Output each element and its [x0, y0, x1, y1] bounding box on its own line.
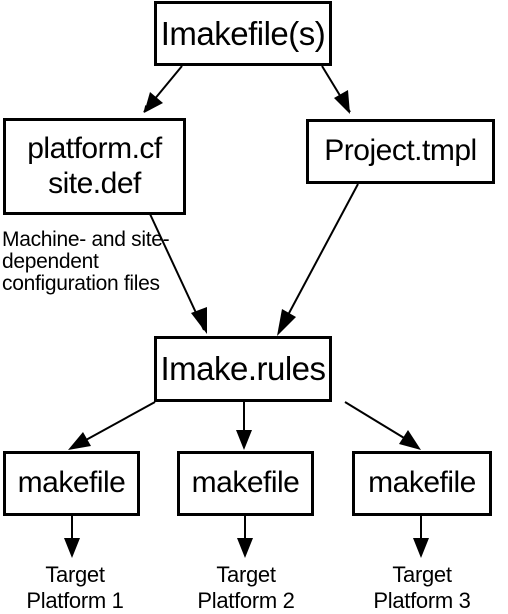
makefile-node-3: makefile	[352, 451, 492, 516]
project-tmpl-node: Project.tmpl	[306, 119, 495, 184]
annotation-line-1: Machine- and site-	[2, 228, 170, 251]
site-def-label: site.def	[48, 166, 141, 200]
platform-cf-label: platform.cf	[27, 132, 162, 165]
imake-rules-label: Imake.rules	[160, 350, 326, 388]
makefile-node-1: makefile	[3, 451, 140, 516]
annotation-line-3: configuration files	[2, 272, 160, 296]
arrow-platform-to-rules	[149, 213, 205, 331]
arrowhead-makefile-1-to-target	[64, 538, 80, 558]
arrowhead-makefile-3-to-target	[413, 538, 429, 558]
arrow-rules-to-makefile-1	[74, 401, 156, 447]
target-platform-2: Target Platform 2	[171, 562, 321, 614]
project-tmpl-label: Project.tmpl	[324, 134, 477, 168]
arrowhead-project-to-rules	[277, 309, 296, 336]
makefile-1-label: makefile	[17, 466, 126, 500]
annotation-line-2: dependent	[2, 250, 99, 274]
config-files-annotation: Machine- and site- dependent configurati…	[2, 228, 170, 296]
imakefile-node: Imakefile(s)	[154, 1, 332, 66]
arrowhead-rules-to-makefile-2	[236, 430, 252, 450]
arrowhead-imakefile-to-platform	[144, 92, 163, 113]
target-platform-3: Target Platform 3	[347, 562, 497, 614]
target-3-line-2: Platform 3	[373, 587, 471, 613]
platform-config-node: platform.cf site.def	[3, 118, 186, 215]
target-2-line-2: Platform 2	[197, 587, 295, 613]
arrow-rules-to-makefile-3	[344, 401, 415, 445]
arrowhead-makefile-2-to-target	[237, 538, 253, 558]
arrowhead-platform-to-rules	[191, 307, 207, 334]
arrowhead-rules-to-makefile-1	[68, 432, 91, 450]
target-2-line-1: Target	[216, 562, 276, 587]
arrow-project-to-rules	[279, 183, 359, 331]
target-3-line-1: Target	[392, 562, 452, 587]
makefile-2-label: makefile	[191, 466, 300, 500]
target-1-line-2: Platform 1	[26, 587, 124, 613]
target-1-line-1: Target	[45, 562, 105, 587]
imakefile-label: Imakefile(s)	[160, 14, 326, 52]
arrowhead-rules-to-makefile-3	[399, 430, 421, 450]
arrowhead-imakefile-to-project	[334, 90, 350, 114]
makefile-node-2: makefile	[177, 451, 314, 516]
imake-rules-node: Imake.rules	[154, 336, 332, 402]
target-platform-1: Target Platform 1	[0, 562, 150, 614]
makefile-3-label: makefile	[368, 466, 476, 500]
